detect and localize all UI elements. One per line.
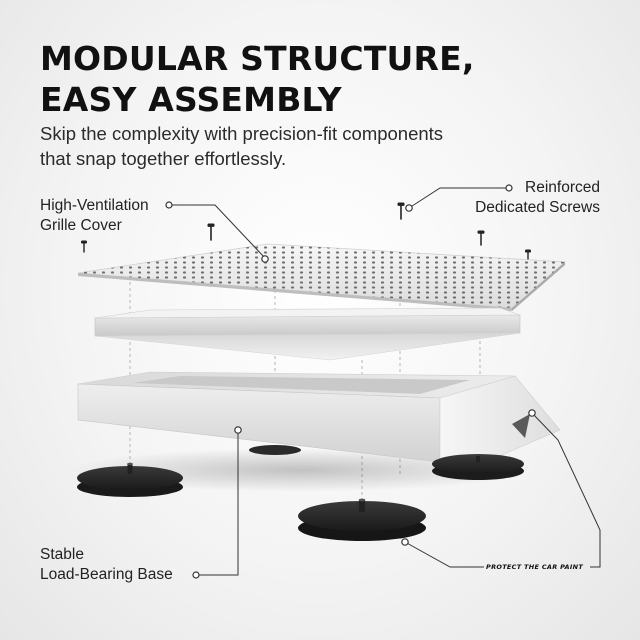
headline-line-1: MODULAR STRUCTURE,	[40, 39, 475, 78]
callout-base-line-2: Load-Bearing Base	[40, 566, 173, 583]
callout-markers	[165, 184, 536, 579]
grille-cover	[77, 243, 567, 311]
callout-paint-protection: PROTECT THE CAR PAINT	[486, 563, 584, 571]
base-frame	[70, 371, 561, 492]
headline-line-2: EASY ASSEMBLY	[40, 80, 342, 119]
foot-front-right	[298, 498, 426, 541]
foot-back-left	[249, 445, 301, 455]
headline: MODULAR STRUCTURE, EASY ASSEMBLY	[40, 38, 475, 120]
callout-grille-cover: High-Ventilation Grille Cover	[40, 196, 149, 236]
subheadline-line-2: that snap together effortlessly.	[40, 148, 287, 169]
callout-screws: Reinforced Dedicated Screws	[475, 178, 600, 218]
screw-icon	[81, 202, 531, 263]
callout-base-line-1: Stable	[40, 546, 84, 563]
callout-screws-line-2: Dedicated Screws	[475, 199, 600, 216]
callout-leader-lines	[170, 187, 601, 576]
inner-tray	[94, 307, 521, 361]
foot-front-left	[77, 462, 183, 497]
rubber-feet	[77, 445, 524, 541]
callout-grille-line-2: Grille Cover	[40, 217, 122, 234]
callout-base: Stable Load-Bearing Base	[40, 545, 173, 585]
foot-back-right	[432, 454, 524, 480]
subheadline-line-1: Skip the complexity with precision-fit c…	[40, 123, 444, 144]
callout-grille-line-1: High-Ventilation	[40, 197, 149, 214]
callout-screws-line-1: Reinforced	[525, 179, 600, 196]
subheadline: Skip the complexity with precision-fit c…	[40, 121, 443, 171]
